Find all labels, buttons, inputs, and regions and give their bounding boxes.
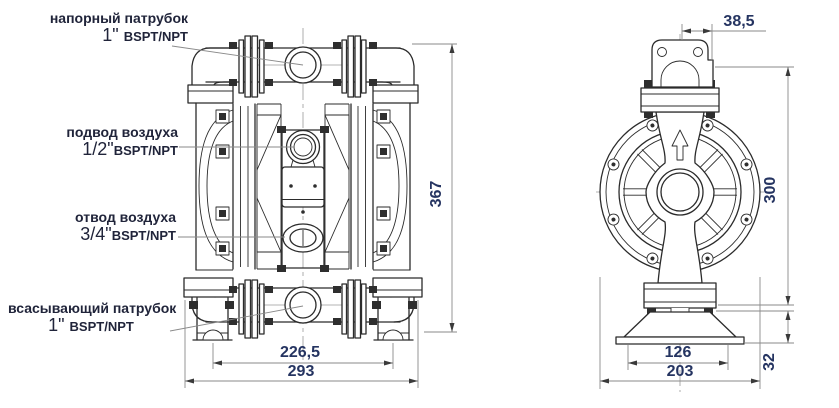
label-discharge-size: 1" [102, 25, 124, 45]
dim-38-5: 38,5 [723, 13, 754, 30]
label-air-inlet-size: 1/2" [82, 139, 114, 159]
label-suction-thread: BSPT/NPT [69, 319, 134, 334]
dim-126: 126 [665, 344, 692, 361]
label-suction-size: 1" [48, 315, 70, 335]
label-air-exhaust-text: отвод воздуха [75, 209, 176, 225]
rim-bolts [607, 119, 753, 265]
label-suction-port: всасывающий патрубок 1" BSPT/NPT [8, 300, 177, 335]
dim-300: 300 [762, 177, 779, 204]
nameplate [281, 166, 325, 208]
label-air-exhaust-size: 3/4" [80, 224, 112, 244]
side-view-feet [189, 297, 417, 341]
bottom-clamp-stacks [229, 279, 377, 339]
bottom-foot [615, 282, 745, 345]
dim-32: 32 [761, 353, 778, 371]
front-view: 38,5 300 32 126 203 [596, 13, 794, 392]
pump-body-wheel [599, 111, 761, 284]
leader-lines [169, 45, 304, 332]
label-air-inlet-thread: BSPT/NPT [113, 143, 178, 158]
label-air-inlet: подвод воздуха 1/2"BSPT/NPT [38, 124, 178, 159]
top-clamp-stacks [229, 35, 377, 98]
side-view-dimensions: 226,5 293 367 [184, 43, 457, 388]
label-suction-text: всасывающий патрубок [8, 300, 177, 316]
air-valve-housing [277, 126, 329, 272]
flow-arrow-icon [671, 129, 689, 161]
label-air-inlet-text: подвод воздуха [66, 124, 178, 140]
label-air-exhaust: отвод воздуха 3/4"BSPT/NPT [36, 209, 176, 244]
label-discharge-port: напорный патрубок 1" BSPT/NPT [48, 10, 188, 45]
spokes [623, 149, 737, 235]
dim-367: 367 [428, 181, 445, 208]
side-view: 226,5 293 367 [169, 28, 457, 388]
top-bracket [640, 39, 720, 118]
label-discharge-thread: BSPT/NPT [123, 29, 188, 44]
dim-203: 203 [667, 363, 694, 380]
right-chamber [324, 102, 411, 271]
label-discharge-text: напорный патрубок [49, 10, 188, 26]
dim-293: 293 [288, 363, 315, 380]
label-air-exhaust-thread: BSPT/NPT [111, 228, 176, 243]
dim-226-5: 226,5 [280, 344, 320, 361]
front-view-dimensions: 38,5 300 32 126 203 [599, 13, 794, 389]
left-chamber [195, 102, 282, 271]
